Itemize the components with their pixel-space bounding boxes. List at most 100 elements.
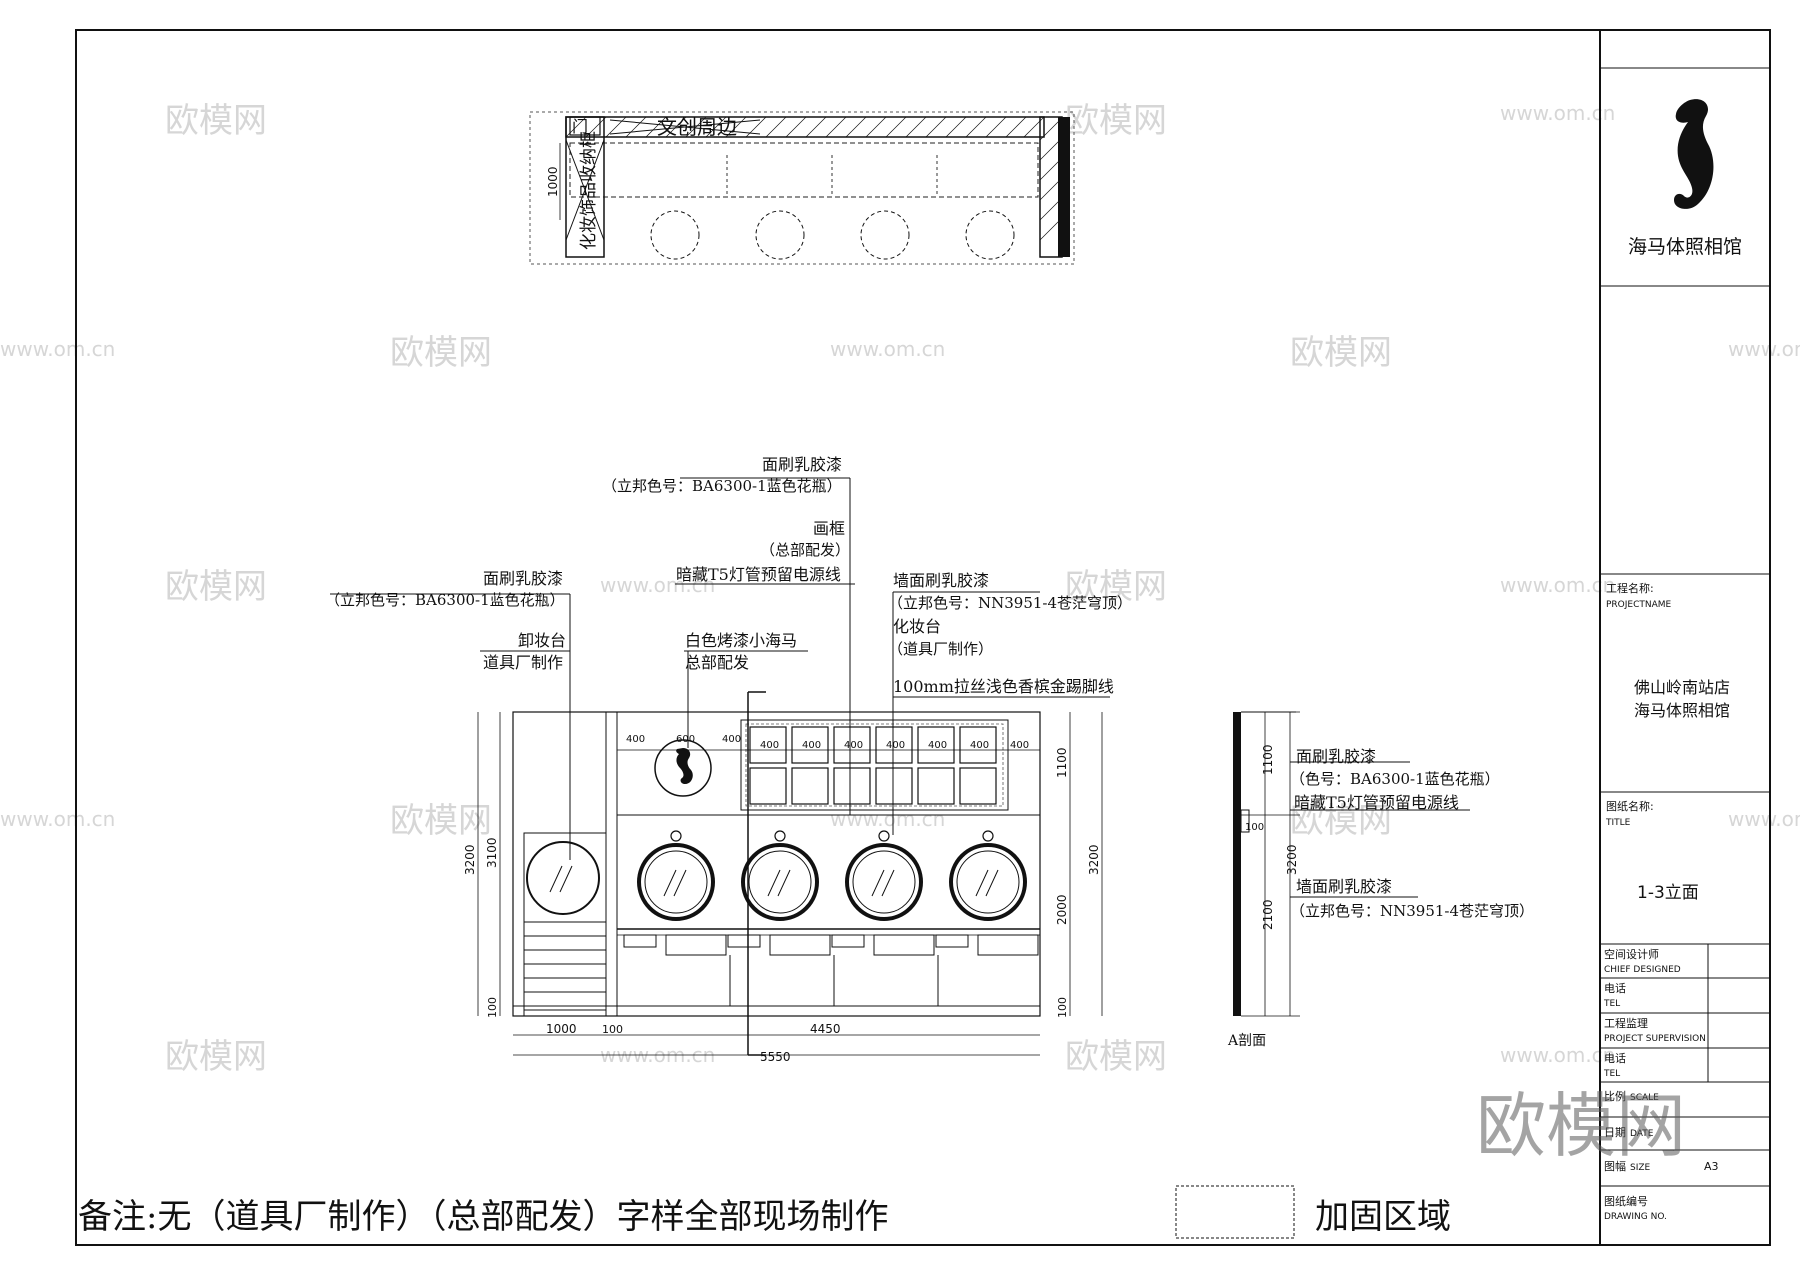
watermark-url: www.om.cn — [0, 337, 115, 361]
project-label-en: PROJECTNAME — [1606, 600, 1672, 610]
size-value: A3 — [1704, 1160, 1719, 1173]
callout-paint-title: 面刷乳胶漆 — [762, 455, 842, 474]
project-label-cn: 工程名称: — [1606, 581, 1654, 595]
watermark-url: www.om.cn — [600, 573, 715, 597]
dim-frame-400: 400 — [802, 740, 821, 751]
callout-makeup-remove-title: 卸妆台 — [518, 631, 566, 650]
watermark-url: www.om.cn — [1500, 1043, 1615, 1067]
callout-frame-note: （总部配发） — [760, 541, 850, 559]
section-a-view: 面刷乳胶漆 （色号：BA6300-1蓝色花瓶） 暗藏T5灯管预留电源线 墙面刷乳… — [1227, 711, 1534, 1049]
callout-makeup-remove-note: 道具厂制作 — [483, 653, 563, 672]
dim-frame-400: 400 — [928, 740, 947, 751]
tel1-cn: 电话 — [1604, 982, 1626, 995]
callout-wall-paint-title: 墙面刷乳胶漆 — [893, 571, 989, 590]
watermark-brand: 欧模网 — [390, 801, 492, 841]
section-wall-paint-title: 墙面刷乳胶漆 — [1296, 877, 1392, 896]
callout-seahorse-note: 总部配发 — [685, 653, 749, 672]
watermark-layer: 欧模网 欧模网 www.om.cn 欧模网 www.om.cn 欧模网 www.… — [0, 101, 1800, 1077]
callout-paint-color: （立邦色号：BA6300-1蓝色花瓶） — [602, 477, 842, 495]
dim-1000: 1000 — [546, 1022, 577, 1036]
callout-vanity-title: 化妆台 — [893, 617, 941, 636]
remark-text: 备注:无（道具厂制作）（总部配发）字样全部现场制作 — [78, 1197, 888, 1237]
seahorse-logo-icon — [1674, 99, 1714, 209]
section-t5-note: 暗藏T5灯管预留电源线 — [1294, 793, 1459, 812]
plan-label-side: 化妆饰品收纳柜 — [579, 131, 599, 250]
dim-100-left: 100 — [486, 997, 499, 1018]
callout-frame-title: 画框 — [813, 519, 845, 538]
watermark-url: www.om.cn — [830, 807, 945, 831]
watermark-brand: 欧模网 — [1065, 567, 1167, 607]
section-paint-title: 面刷乳胶漆 — [1296, 747, 1376, 766]
dim-frame-400: 400 — [886, 740, 905, 751]
watermark-url: www.om.cn — [1500, 101, 1615, 125]
dim-frame-400: 400 — [970, 740, 989, 751]
title-label-cn: 图纸名称: — [1606, 799, 1654, 813]
dim-3200-left: 3200 — [463, 844, 477, 875]
callout-skirting: 100mm拉丝浅色香槟金踢脚线 — [893, 677, 1114, 696]
size-cn: 图幅 — [1604, 1160, 1626, 1173]
watermark-brand: 欧模网 — [165, 1037, 267, 1077]
watermark-url: www.om.cn — [1500, 573, 1615, 597]
size-en: SIZE — [1630, 1163, 1651, 1173]
dim-frame-400: 400 — [844, 740, 863, 751]
watermark-brand: 欧模网 — [390, 333, 492, 373]
notes: 备注:无（道具厂制作）（总部配发）字样全部现场制作 加固区域 — [78, 1185, 1451, 1239]
legend-swatch — [1175, 1185, 1295, 1239]
section-dim-2100: 2100 — [1261, 899, 1275, 930]
date-cn: 日期 — [1604, 1126, 1626, 1139]
callout-wall-paint-color: （立邦色号：NN3951-4苍茫穹顶） — [888, 594, 1132, 612]
vanity-mirror-row — [637, 830, 1027, 921]
dim-3200-right: 3200 — [1087, 844, 1101, 875]
section-dim-1100: 1100 — [1261, 744, 1275, 775]
tel2-en: TEL — [1603, 1069, 1620, 1079]
callout-seahorse-title: 白色烤漆小海马 — [685, 631, 797, 650]
dim-top-400a: 400 — [626, 734, 645, 745]
callout-left-paint-title: 面刷乳胶漆 — [483, 569, 563, 588]
callout-left-paint-color: （立邦色号：BA6300-1蓝色花瓶） — [325, 591, 565, 609]
title-value: 1-3立面 — [1637, 883, 1699, 903]
watermark-large: 欧模网 — [1476, 1085, 1686, 1167]
section-caption: A剖面 — [1227, 1033, 1266, 1049]
section-dim-3200: 3200 — [1285, 844, 1299, 875]
supervision-cn: 工程监理 — [1604, 1017, 1648, 1030]
project-line1: 佛山岭南站店 — [1634, 678, 1730, 697]
dim-top-600: 600 — [676, 734, 695, 745]
section-dim-100: 100 — [1245, 822, 1264, 833]
title-block: 海马体照相馆 工程名称: PROJECTNAME 佛山岭南站店 海马体照相馆 图… — [1600, 67, 1770, 1222]
watermark-url: www.om.cn — [0, 807, 115, 831]
section-paint-color: （色号：BA6300-1蓝色花瓶） — [1290, 770, 1500, 788]
scale-en: SCALE — [1630, 1093, 1659, 1103]
callout-vanity-note: （道具厂制作） — [888, 640, 993, 658]
watermark-url: www.om.cn — [830, 337, 945, 361]
sheet-border — [75, 29, 1771, 1246]
section-wall-paint-color: （立邦色号：NN3951-4苍茫穹顶） — [1290, 902, 1534, 920]
drawing-no-cn: 图纸编号 — [1604, 1194, 1648, 1208]
dim-100-right: 100 — [1056, 997, 1069, 1018]
seahorse-disc — [654, 739, 712, 797]
plan-dim-depth: 1000 — [546, 166, 560, 197]
dim-2000-right: 2000 — [1055, 894, 1069, 925]
brand-name: 海马体照相馆 — [1628, 236, 1742, 258]
watermark-brand: 欧模网 — [165, 567, 267, 607]
plan-label-top: 文创周边 — [657, 115, 737, 139]
watermark-brand: 欧模网 — [165, 101, 267, 141]
dim-100-mid: 100 — [602, 1023, 623, 1036]
project-line2: 海马体照相馆 — [1634, 701, 1730, 720]
dim-3100: 3100 — [485, 837, 499, 868]
designer-cn: 空间设计师 — [1604, 947, 1659, 961]
watermark-brand: 欧模网 — [1290, 801, 1392, 841]
drawing-no-en: DRAWING NO. — [1604, 1212, 1667, 1222]
dim-1100-right: 1100 — [1055, 747, 1069, 778]
watermark-brand: 欧模网 — [1065, 1037, 1167, 1077]
dim-top-400b: 400 — [722, 734, 741, 745]
supervision-en: PROJECT SUPERVISION — [1604, 1034, 1706, 1044]
title-label-en: TITLE — [1605, 818, 1631, 828]
watermark-brand: 欧模网 — [1065, 101, 1167, 141]
elevation-view: 面刷乳胶漆 （立邦色号：BA6300-1蓝色花瓶） 画框 （总部配发） 暗藏T5… — [325, 455, 1132, 1064]
date-en: DATE — [1630, 1129, 1654, 1139]
watermark-brand: 欧模网 — [1290, 333, 1392, 373]
dim-4450: 4450 — [810, 1022, 841, 1036]
dim-5550: 5550 — [760, 1050, 791, 1064]
watermark-url: www.om.cn — [1728, 337, 1800, 361]
